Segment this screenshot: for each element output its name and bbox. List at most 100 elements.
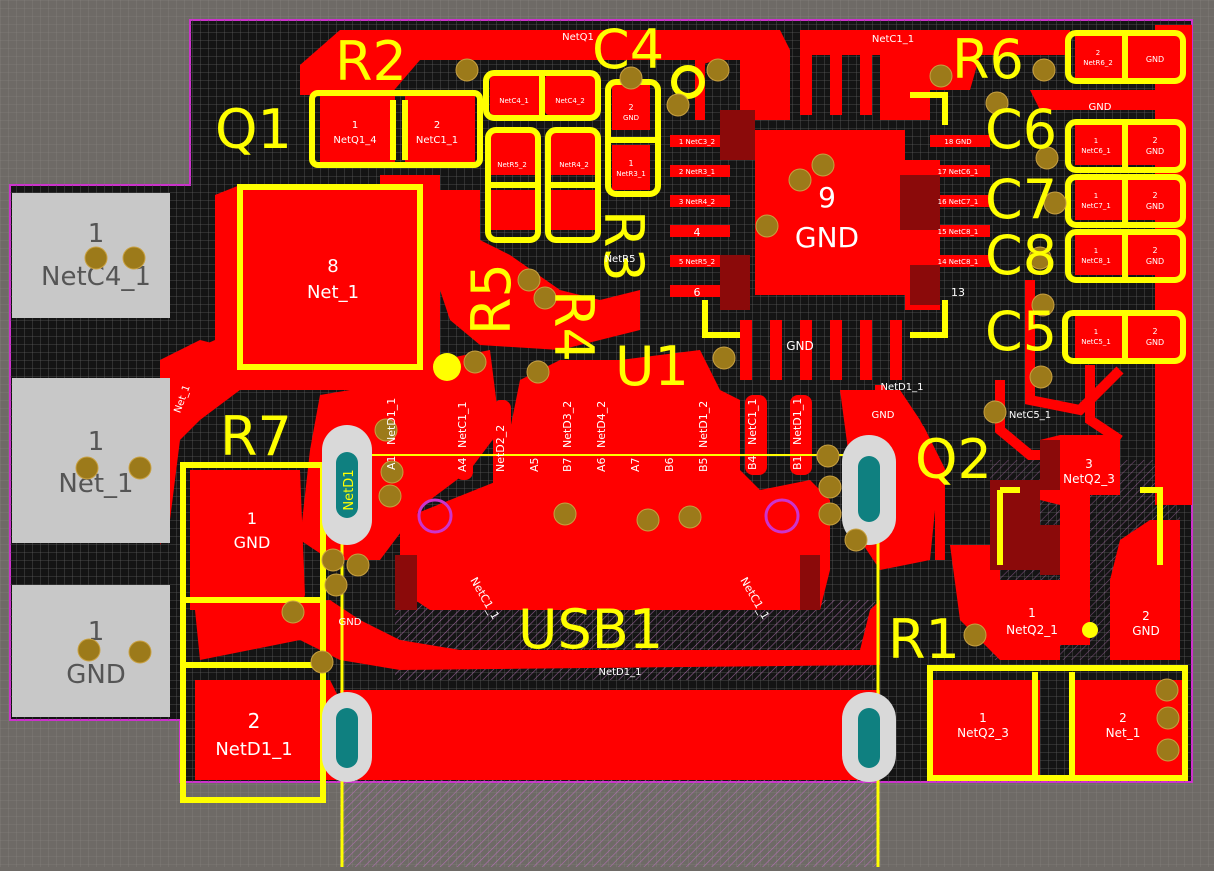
trace-gnd-usb: GND	[339, 617, 362, 628]
refdes-r4[interactable]: R4	[542, 290, 605, 362]
via[interactable]	[788, 168, 812, 192]
via[interactable]	[1155, 678, 1179, 702]
via[interactable]	[844, 528, 868, 552]
via[interactable]	[963, 623, 987, 647]
via[interactable]	[374, 418, 398, 442]
via[interactable]	[553, 502, 577, 526]
refdes-usb1[interactable]: USB1	[518, 598, 663, 661]
refdes-q1[interactable]: Q1	[215, 98, 292, 161]
r6-gnd: GND	[1146, 55, 1164, 64]
via[interactable]	[463, 350, 487, 374]
c6-net2: GND	[1146, 147, 1164, 156]
via[interactable]	[1156, 706, 1180, 730]
refdes-c5[interactable]: C5	[985, 300, 1057, 363]
via[interactable]	[122, 246, 146, 270]
u1-pin5: 5 NetR5_2	[679, 258, 715, 266]
via[interactable]	[1031, 293, 1055, 317]
c8-net2: GND	[1146, 257, 1164, 266]
trace-netc1: NetC1_1	[872, 34, 914, 45]
via[interactable]	[619, 66, 643, 90]
via[interactable]	[281, 600, 305, 624]
r4-net: NetR4_2	[559, 161, 589, 169]
via[interactable]	[128, 456, 152, 480]
refdes-r7[interactable]: R7	[220, 405, 292, 468]
q1-pad8-num: 8	[327, 256, 338, 277]
via[interactable]	[324, 573, 348, 597]
via[interactable]	[526, 360, 550, 384]
u1-pin3: 3 NetR4_2	[679, 198, 715, 206]
usb-b1: B1	[791, 455, 804, 470]
refdes-c6[interactable]: C6	[985, 98, 1057, 161]
refdes-r6[interactable]: R6	[952, 28, 1024, 91]
q2-pad1-net: NetQ2_1	[1006, 623, 1058, 637]
via[interactable]	[1043, 191, 1067, 215]
refdes-c7[interactable]: C7	[985, 168, 1057, 231]
via[interactable]	[636, 508, 660, 532]
via[interactable]	[533, 286, 557, 310]
shield-label: NetD1	[342, 469, 357, 510]
via[interactable]	[77, 638, 101, 662]
via[interactable]	[1029, 365, 1053, 389]
via[interactable]	[1032, 58, 1056, 82]
via[interactable]	[1028, 246, 1052, 270]
via[interactable]	[666, 93, 690, 117]
u1-pin18: 18 GND	[944, 138, 971, 146]
edge-pad-2-number: 1	[88, 427, 105, 457]
via[interactable]	[818, 475, 842, 499]
refdes-r2[interactable]: R2	[335, 30, 407, 93]
usb-a7: A7	[629, 457, 642, 472]
u1-pin15: 15 NetC8_1	[938, 228, 979, 236]
c6-pad2: 2	[1152, 136, 1157, 145]
via[interactable]	[380, 460, 404, 484]
via[interactable]	[755, 214, 779, 238]
usb-b5: B5	[697, 457, 710, 472]
refdes-r5[interactable]: R5	[460, 263, 523, 335]
via[interactable]	[321, 548, 345, 572]
via[interactable]	[75, 456, 99, 480]
u1-center-net: GND	[795, 221, 859, 254]
via[interactable]	[983, 400, 1007, 424]
edge-pads: 1 NetC4_1 1 Net_1 1 GND	[12, 193, 170, 717]
refdes-u1[interactable]: U1	[615, 335, 689, 398]
refdes-r1[interactable]: R1	[888, 608, 960, 671]
c7-pad1: 1	[1094, 192, 1098, 200]
via[interactable]	[811, 153, 835, 177]
c7-net1: NetC7_1	[1081, 202, 1111, 210]
via[interactable]	[706, 58, 730, 82]
via[interactable]	[1035, 146, 1059, 170]
c4b-net: NetC4_2	[555, 97, 585, 105]
refdes-c4[interactable]: C4	[592, 18, 664, 81]
via[interactable]	[818, 502, 842, 526]
via[interactable]	[455, 58, 479, 82]
via[interactable]	[929, 64, 953, 88]
q2-pad2-num: 2	[1142, 609, 1150, 623]
via[interactable]	[517, 268, 541, 292]
c8-pad1: 1	[1094, 247, 1098, 255]
via[interactable]	[346, 553, 370, 577]
usb-b4-net: NetC1_1	[746, 399, 759, 446]
r2-pad1: 1	[352, 120, 358, 131]
usb-a4: A4	[456, 457, 469, 472]
via[interactable]	[816, 444, 840, 468]
refdes-q2[interactable]: Q2	[915, 428, 992, 491]
via[interactable]	[1156, 738, 1180, 762]
usb-b4: B4	[746, 455, 759, 470]
via[interactable]	[128, 640, 152, 664]
via[interactable]	[310, 650, 334, 674]
via[interactable]	[84, 246, 108, 270]
c5-net1: NetC5_1	[1081, 338, 1111, 346]
refdes-c8[interactable]: C8	[985, 224, 1057, 287]
via[interactable]	[712, 346, 736, 370]
via[interactable]	[378, 484, 402, 508]
trace-netc5: NetC5_1	[1009, 410, 1051, 421]
edge-pad-1-number: 1	[88, 219, 105, 249]
refdes-r3[interactable]: R3	[592, 210, 655, 282]
via-layer	[75, 58, 1180, 762]
via[interactable]	[678, 505, 702, 529]
usb-shield-slots: NetD1	[322, 425, 896, 782]
via[interactable]	[985, 91, 1009, 115]
usb-a1-net: NetD1_1	[385, 398, 398, 445]
r2-net1: NetQ1_4	[333, 135, 376, 146]
r3-pad1: 1	[628, 159, 633, 168]
